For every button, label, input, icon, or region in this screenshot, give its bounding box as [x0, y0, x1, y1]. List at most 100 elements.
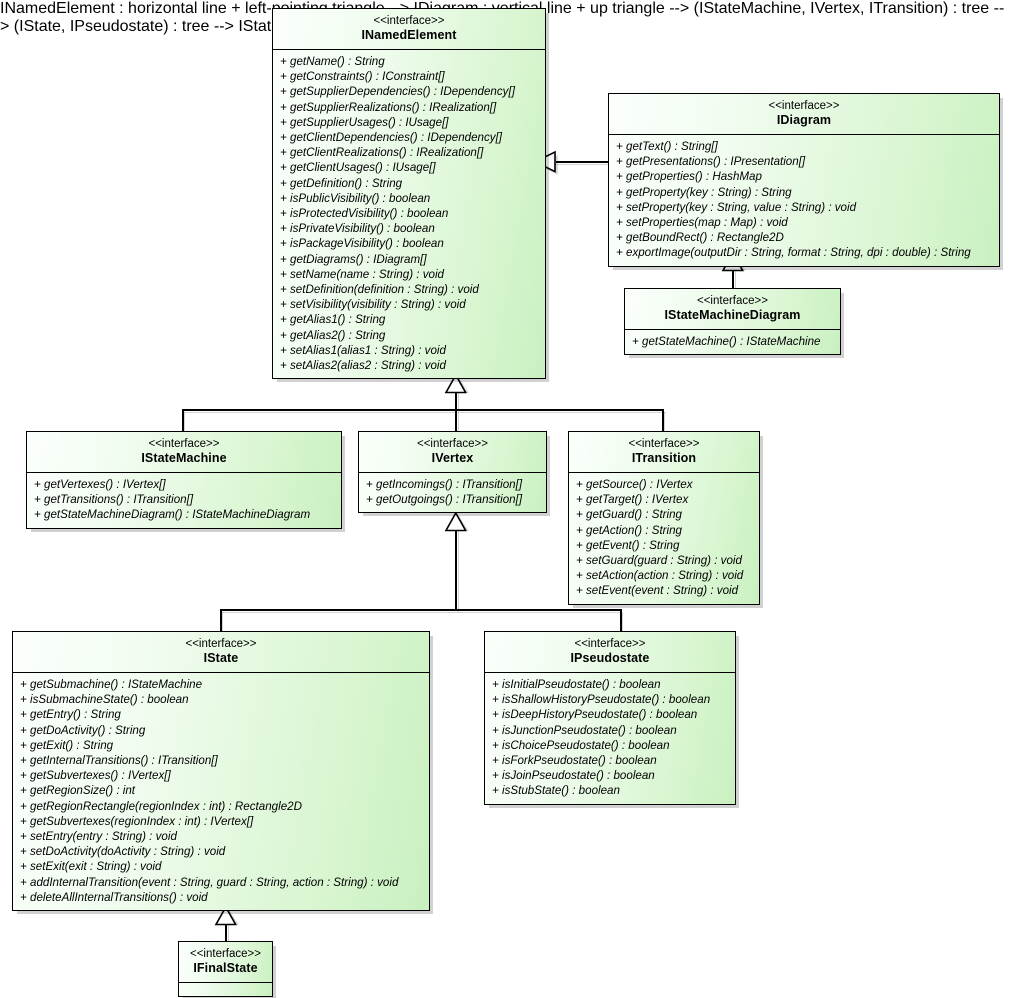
- class-name: IVertex: [431, 451, 474, 466]
- class-box-ipseudostate[interactable]: <<interface>> IPseudostate + isInitialPs…: [484, 631, 736, 805]
- class-stereotype: <<interface>>: [417, 438, 488, 450]
- class-box-ivertex[interactable]: <<interface>> IVertex + getIncomings() :…: [358, 431, 547, 514]
- class-members-ifinalstate: [179, 983, 272, 996]
- class-members-istate: + getSubmachine() : IStateMachine + isSu…: [13, 673, 429, 910]
- class-members-ipseudostate: + isInitialPseudostate() : boolean + isS…: [485, 673, 735, 804]
- class-member: + getAlias1() : String: [280, 313, 386, 327]
- class-member: + getAction() : String: [576, 523, 683, 537]
- class-box-istatemachinediagram[interactable]: <<interface>> IStateMachineDiagram + get…: [624, 288, 841, 356]
- class-member: + setGuard(guard : String) : void: [576, 554, 742, 568]
- class-member: + getProperties() : HashMap: [616, 170, 762, 184]
- class-header-idiagram: <<interface>> IDiagram: [609, 94, 999, 135]
- class-stereotype: <<interface>>: [574, 638, 646, 650]
- class-box-ifinalstate[interactable]: <<interface>> IFinalState: [178, 941, 273, 997]
- connector-drop-vertex: [455, 409, 457, 431]
- class-name: IStateMachine: [141, 451, 227, 466]
- class-stereotype: <<interface>>: [768, 100, 840, 112]
- class-member: + getSupplierDependencies() : IDependenc…: [280, 85, 515, 99]
- class-members-ivertex: + getIncomings() : ITransition[] + getOu…: [359, 473, 546, 512]
- class-box-istate[interactable]: <<interface>> IState + getSubmachine() :…: [12, 631, 430, 912]
- class-member: + getTarget() : IVertex: [576, 493, 689, 507]
- class-member: + setName(name : String) : void: [280, 267, 444, 281]
- class-member: + setAction(action : String) : void: [576, 569, 744, 583]
- class-members-inamedelement: + getName() : String + getConstraints() …: [273, 50, 545, 378]
- generalization-arrow-subclasses-to-vertex: [444, 511, 470, 534]
- class-member: + isJoinPseudostate() : boolean: [492, 769, 655, 783]
- class-members-itransition: + getSource() : IVertex + getTarget() : …: [569, 473, 759, 604]
- connector-trunk-namedelement: [455, 388, 457, 410]
- class-header-istate: <<interface>> IState: [13, 632, 429, 673]
- connector-drop-statemachine: [182, 409, 184, 431]
- connector-shadow: [228, 922, 230, 944]
- class-member: + getConstraints() : IConstraint[]: [280, 70, 445, 84]
- class-header-ipseudostate: <<interface>> IPseudostate: [485, 632, 735, 673]
- class-members-istatemachine: + getVertexes() : IVertex[] + getTransit…: [27, 473, 341, 528]
- class-member: + setDoActivity(doActivity : String) : v…: [20, 845, 226, 859]
- class-member: + getStateMachine() : IStateMachine: [632, 335, 821, 348]
- connector-drop-state: [220, 609, 222, 631]
- class-member: + getDiagrams() : IDiagram[]: [280, 252, 427, 266]
- class-box-idiagram[interactable]: <<interface>> IDiagram + getText() : Str…: [608, 93, 1000, 267]
- class-member: + getPresentations() : IPresentation[]: [616, 155, 806, 169]
- class-member: + getOutgoings() : ITransition[]: [366, 493, 523, 507]
- class-member: + setProperty(key : String, value : Stri…: [616, 200, 857, 214]
- connector-shadow: [458, 528, 460, 612]
- class-member: + isPrivateVisibility() : boolean: [280, 222, 435, 236]
- class-member: + getSubvertexes(regionIndex : int) : IV…: [20, 814, 254, 828]
- connector-shadow: [622, 612, 624, 634]
- class-member: + getRegionSize() : int: [20, 784, 136, 798]
- class-stereotype: <<interface>>: [185, 638, 257, 650]
- connector-bus-namedelement-children: [182, 409, 664, 411]
- class-member: + getStateMachineDiagram() : IStateMachi…: [34, 508, 311, 522]
- connector-shadow: [222, 612, 622, 614]
- class-members-idiagram: + getText() : String[] + getPresentation…: [609, 135, 999, 266]
- connector-smdiagram-to-diagram: [732, 265, 734, 289]
- class-member: + isChoicePseudostate() : boolean: [492, 738, 670, 752]
- class-member: + getSubmachine() : IStateMachine: [20, 678, 203, 691]
- connector-bus-vertex-children: [220, 609, 620, 611]
- class-member: + getEntry() : String: [20, 708, 121, 722]
- class-header-inamedelement: <<interface>> INamedElement: [273, 9, 545, 50]
- class-member: + getName() : String: [280, 55, 385, 68]
- class-member: + getGuard() : String: [576, 508, 683, 522]
- class-member: + getRegionRectangle(regionIndex : int) …: [20, 799, 302, 813]
- class-header-istatemachine: <<interface>> IStateMachine: [27, 432, 341, 473]
- class-member: + setEntry(entry : String) : void: [20, 830, 177, 844]
- class-member: + getTransitions() : ITransition[]: [34, 493, 194, 507]
- generalization-arrow-finalstate-to-state: [214, 905, 240, 928]
- class-member: + getInternalTransitions() : ITransition…: [20, 754, 218, 768]
- class-member: + getText() : String[]: [616, 140, 718, 153]
- class-member: + setAlias1(alias1 : String) : void: [280, 343, 446, 357]
- class-member: + isStubState() : boolean: [492, 784, 620, 798]
- class-member: + isDeepHistoryPseudostate() : boolean: [492, 708, 698, 722]
- class-member: + isSubmachineState() : boolean: [20, 693, 189, 707]
- connector-shadow: [664, 412, 666, 434]
- class-header-itransition: <<interface>> ITransition: [569, 432, 759, 473]
- class-member: + setProperties(map : Map) : void: [616, 216, 788, 230]
- class-member: + getDoActivity() : String: [20, 723, 146, 737]
- class-members-istatemachinediagram: + getStateMachine() : IStateMachine: [625, 330, 840, 354]
- connector-drop-pseudostate: [620, 609, 622, 631]
- class-stereotype: <<interface>>: [190, 948, 261, 960]
- connector-shadow: [458, 412, 460, 434]
- class-member: + setExit(exit : String) : void: [20, 860, 162, 874]
- class-stereotype: <<interface>>: [628, 438, 700, 450]
- class-box-itransition[interactable]: <<interface>> ITransition + getSource() …: [568, 431, 760, 605]
- class-member: + getAlias2() : String: [280, 328, 386, 342]
- class-member: + getDefinition() : String: [280, 176, 403, 190]
- class-box-istatemachine[interactable]: <<interface>> IStateMachine + getVertexe…: [26, 431, 342, 529]
- class-header-ivertex: <<interface>> IVertex: [359, 432, 546, 473]
- class-member: + getIncomings() : ITransition[]: [366, 478, 523, 491]
- class-box-inamedelement[interactable]: <<interface>> INamedElement + getName() …: [272, 8, 546, 380]
- connector-shadow: [554, 164, 610, 166]
- connector-shadow: [458, 390, 460, 412]
- class-stereotype: <<interface>>: [148, 438, 220, 450]
- class-member: + getProperty(key : String) : String: [616, 185, 792, 199]
- connector-finalstate-to-state: [225, 920, 227, 942]
- class-member: + getBoundRect() : Rectangle2D: [616, 231, 784, 245]
- class-header-istatemachinediagram: <<interface>> IStateMachineDiagram: [625, 289, 840, 330]
- class-name: ITransition: [631, 451, 697, 466]
- connector-shadow: [222, 612, 224, 634]
- class-member: + addInternalTransition(event : String, …: [20, 875, 399, 889]
- class-name: INamedElement: [361, 28, 457, 43]
